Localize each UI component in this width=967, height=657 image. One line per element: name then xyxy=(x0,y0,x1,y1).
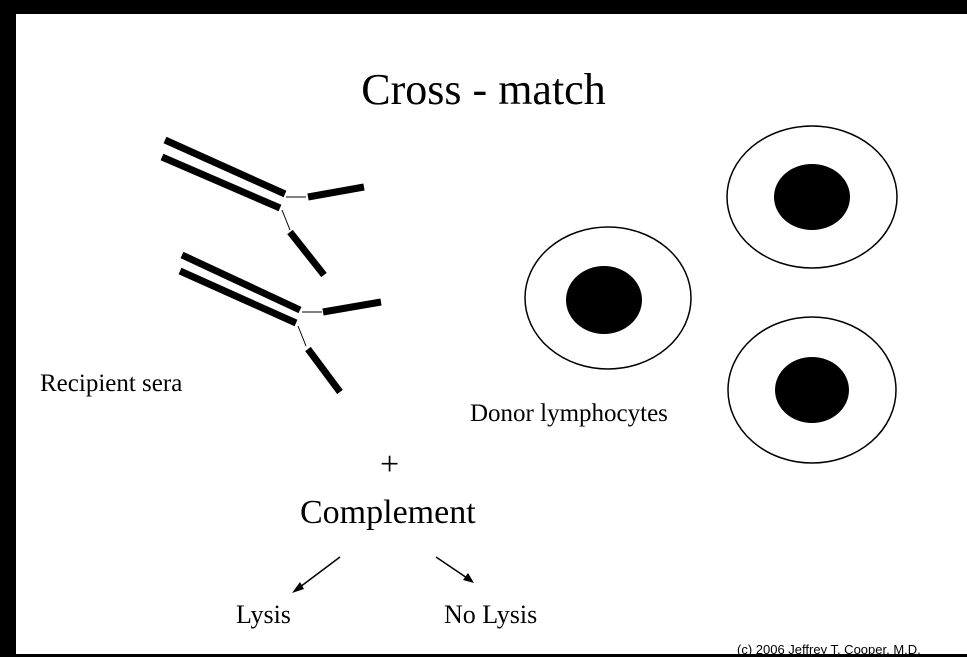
arrow-icon xyxy=(436,557,474,583)
antibody-icon xyxy=(162,140,364,275)
no-lysis-label: No Lysis xyxy=(444,600,537,630)
lymphocyte-icon xyxy=(728,317,896,463)
recipient-sera-label: Recipient sera xyxy=(40,370,182,398)
arrow-icon xyxy=(292,557,340,593)
antibody-icon xyxy=(180,255,381,392)
lymphocyte-icon xyxy=(525,227,691,369)
lysis-label: Lysis xyxy=(236,600,291,630)
lymphocyte-icon xyxy=(727,126,897,268)
complement-label: Complement xyxy=(300,494,476,532)
plus-sign: + xyxy=(380,446,399,484)
donor-lymphocytes-label: Donor lymphocytes xyxy=(470,400,668,428)
copyright-credit: (c) 2006 Jeffrey T. Cooper, M.D. xyxy=(737,642,921,657)
